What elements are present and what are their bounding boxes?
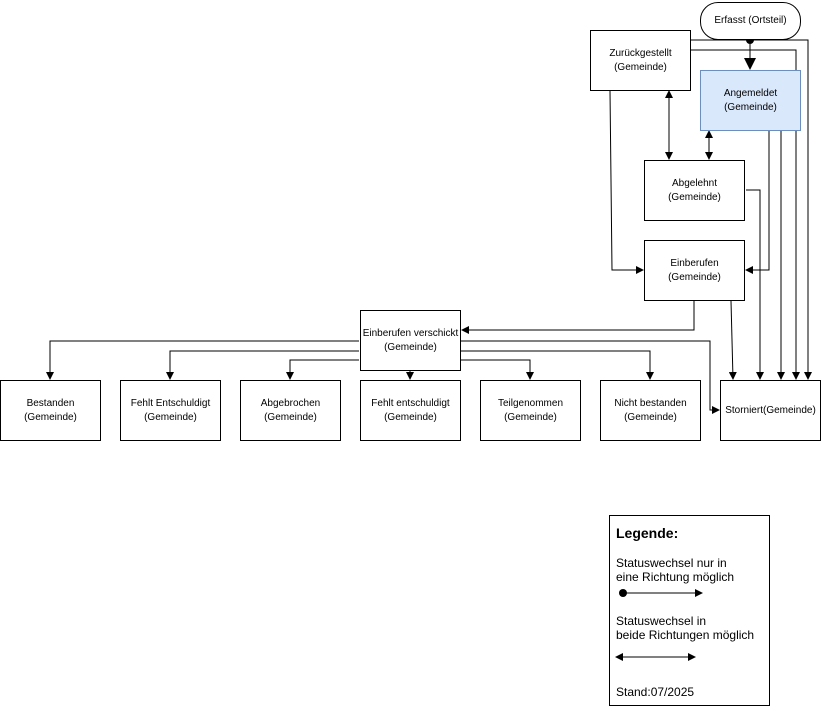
edge-abgelehnt-storniert — [746, 189, 764, 380]
edge-einberufen-verschickt — [461, 301, 695, 334]
node-abgelehnt: Abgelehnt (Gemeinde) — [644, 160, 745, 221]
edge-verschickt-abgebrochen — [286, 359, 359, 380]
node-nicht-bestanden: Nicht bestanden (Gemeinde) — [600, 380, 701, 441]
node-sublabel: (Gemeinde) — [668, 191, 721, 203]
node-fehlt-entschuldigt-1: Fehlt Entschuldigt (Gemeinde) — [120, 380, 221, 441]
node-sublabel: (Gemeinde) — [614, 61, 667, 73]
node-einberufen-verschickt: Einberufen verschickt (Gemeinde) — [360, 310, 461, 371]
edge-verschickt-storniert — [460, 340, 720, 414]
legend-one-way-arrow-icon — [615, 589, 703, 661]
edge-zurueckgestellt-storniert — [669, 49, 800, 380]
legend-one-way-line-1: Statuswechsel nur in — [616, 556, 727, 570]
edge-angemeldet-einberufen — [745, 131, 770, 274]
edge-zurueckgestellt-einberufen — [609, 90, 644, 274]
node-label: Einberufen verschickt — [362, 327, 459, 339]
edge-verschickt-bestanden — [46, 340, 359, 380]
node-sublabel: (Gemeinde) — [724, 101, 777, 113]
node-label: Fehlt entschuldigt — [371, 397, 450, 409]
node-einberufen: Einberufen (Gemeinde) — [644, 240, 745, 301]
edge-erfasst-storniert — [750, 39, 812, 380]
legend-box: Legende: Statuswechsel nur in eine Richt… — [609, 515, 770, 706]
legend-one-way-text: Statuswechsel nur in eine Richtung mögli… — [616, 556, 734, 584]
node-sublabel: (Gemeinde) — [384, 341, 437, 353]
node-label: Abgelehnt — [671, 177, 718, 189]
node-sublabel: (Gemeinde) — [144, 411, 197, 423]
node-sublabel: (Gemeinde) — [624, 411, 677, 423]
node-label: Abgebrochen — [260, 397, 321, 409]
legend-one-way-line-2: eine Richtung möglich — [616, 570, 735, 584]
node-teilgenommen: Teilgenommen (Gemeinde) — [480, 380, 581, 441]
node-sublabel: (Gemeinde) — [24, 411, 77, 423]
legend-two-way-text: Statuswechsel in beide Richtungen möglic… — [616, 614, 754, 642]
legend-stand: Stand:07/2025 — [616, 685, 695, 699]
edge-einberufen-storniert — [728, 300, 737, 380]
node-label: Zurückgestellt — [609, 47, 672, 59]
node-bestanden: Bestanden (Gemeinde) — [0, 380, 101, 441]
node-sublabel: (Gemeinde) — [762, 404, 816, 416]
edge-verschickt-fehlt-entschuldigt-1 — [166, 350, 359, 380]
node-sublabel: (Gemeinde) — [504, 411, 557, 423]
node-zurueckgestellt: Zurückgestellt (Gemeinde) — [590, 30, 691, 91]
node-label: Nicht bestanden — [614, 397, 687, 409]
node-label: Einberufen — [670, 257, 719, 269]
node-sublabel: (Gemeinde) — [264, 411, 317, 423]
edge-verschickt-nicht-bestanden — [460, 350, 654, 380]
node-erfasst-label: Erfasst (Ortsteil) — [714, 15, 787, 26]
legend-title: Legende: — [616, 525, 679, 541]
legend-two-way-line-1: Statuswechsel in — [616, 614, 707, 628]
node-sublabel: (Gemeinde) — [384, 411, 437, 423]
node-label: Fehlt Entschuldigt — [130, 397, 211, 409]
node-erfasst: Erfasst (Ortsteil) — [700, 2, 801, 40]
edge-verschickt-teilgenommen — [460, 359, 534, 380]
node-label: Teilgenommen — [497, 397, 564, 409]
legend-two-way-line-2: beide Richtungen möglich — [616, 628, 755, 642]
node-label: Angemeldet — [723, 87, 778, 99]
node-label: Storniert — [725, 404, 763, 416]
node-label: Bestanden — [26, 397, 75, 409]
node-angemeldet: Angemeldet (Gemeinde) — [700, 70, 801, 131]
node-abgebrochen: Abgebrochen (Gemeinde) — [240, 380, 341, 441]
node-fehlt-entschuldigt-2: Fehlt entschuldigt (Gemeinde) — [360, 380, 461, 441]
node-sublabel: (Gemeinde) — [668, 271, 721, 283]
node-storniert: Storniert(Gemeinde) — [720, 380, 821, 441]
